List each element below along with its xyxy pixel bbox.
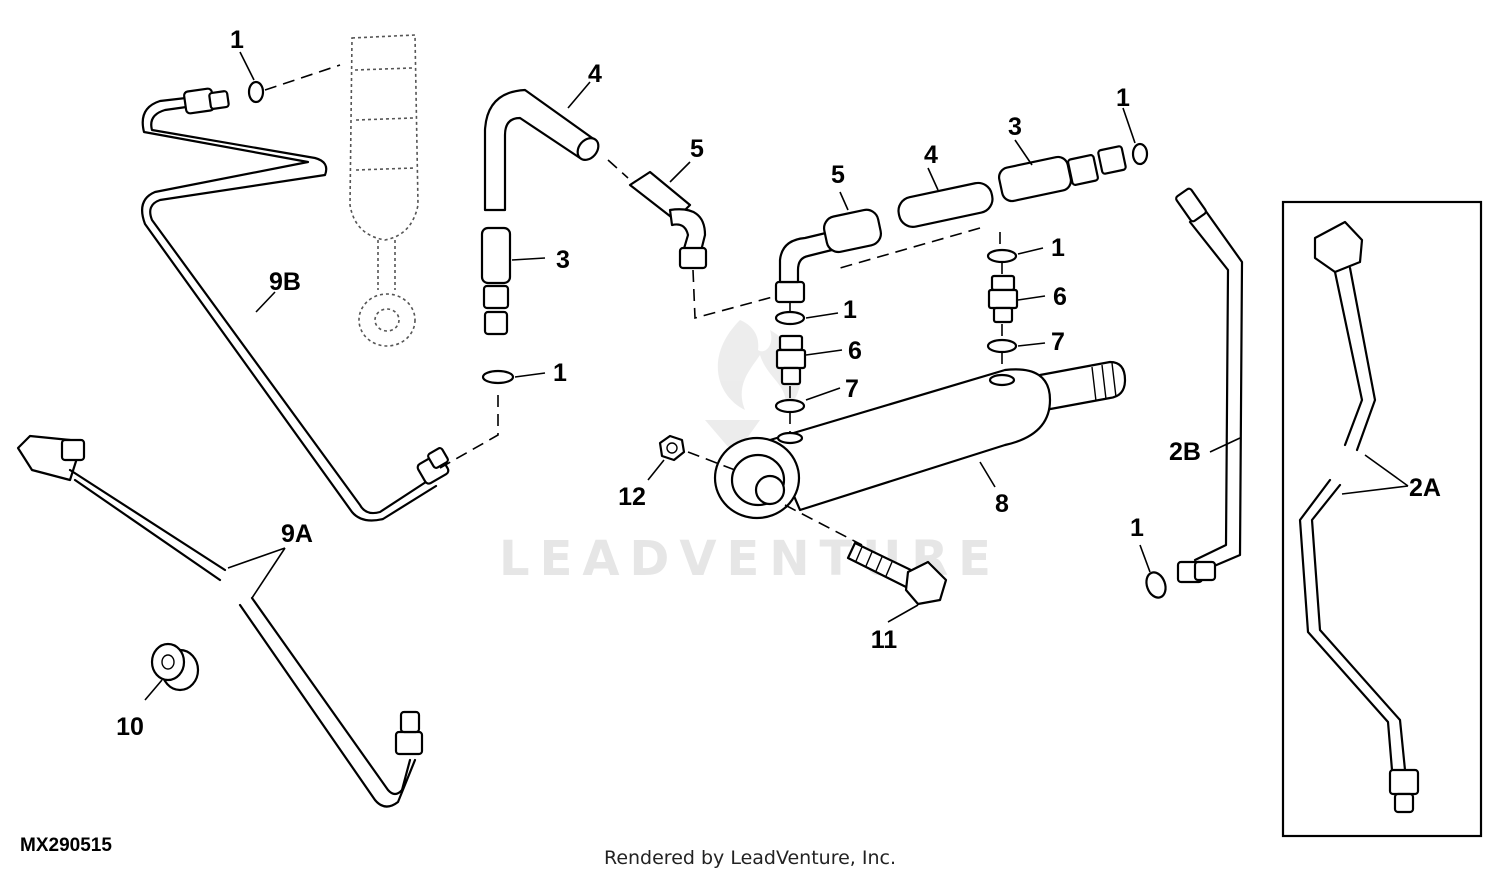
callout-3-fitting-left: 3 [556,246,570,274]
hose-4-left [483,88,600,212]
footer-credit: Rendered by LeadVenture, Inc. [604,847,896,869]
tube-9a-upper [16,434,227,582]
hose-4-right [897,181,994,228]
callout-1-oring-left: 1 [553,359,567,387]
callout-5-elbow-right: 5 [831,161,845,189]
callout-1-oring-mid: 1 [843,296,857,324]
washer [774,398,806,414]
o-ring [247,80,265,104]
elbow-5-left [628,170,708,270]
hydraulic-cylinder-8 [713,360,1127,520]
grommet-10 [150,642,200,692]
adapter-6-right [987,274,1019,324]
elbow-5-right [774,208,882,304]
adapter-6-left [775,334,807,386]
callout-1-oring-right: 1 [1116,84,1130,112]
inset-box-2a [1281,200,1483,838]
bolt-11 [846,541,948,606]
fitting-3-left [480,226,512,336]
callout-labels: 1 4 5 3 1 9B 9A 10 5 4 3 1 1 6 7 1 6 7 8… [116,26,1441,741]
callout-6-adapter-left: 6 [848,337,862,365]
callout-9a-tube: 9A [281,520,313,548]
o-ring [481,369,515,385]
callout-5-elbow-left: 5 [690,135,704,163]
tube-2b [1175,187,1244,584]
callout-12-nut: 12 [618,483,646,511]
shock-absorber-ghost [349,34,419,347]
o-ring [1145,571,1167,599]
nut-12 [658,434,686,462]
callout-1-oring-tl: 1 [230,26,244,54]
o-ring [986,248,1018,264]
callout-8-cylinder: 8 [995,490,1009,518]
fitting-3-right [997,145,1127,203]
callout-9b-tube: 9B [269,268,301,296]
callout-1-oring-stack: 1 [1051,234,1065,262]
callout-7-washer-right: 7 [1051,328,1065,356]
callout-11-bolt: 11 [871,626,898,654]
o-ring [1131,142,1149,166]
callout-10-grommet: 10 [116,713,144,741]
o-ring [774,310,806,326]
figure-id: MX290515 [20,835,112,856]
callout-2a-tube: 2A [1409,474,1441,502]
callout-2b-tube: 2B [1169,438,1201,466]
callout-7-washer-left: 7 [845,375,859,403]
tube-9a-lower [238,596,424,808]
tube-9b [141,87,450,522]
callout-4-hose-right: 4 [924,141,938,169]
leader-lines [144,51,1409,701]
callout-6-adapter-right: 6 [1053,283,1067,311]
washer [986,338,1018,354]
callout-4-hose-left: 4 [588,60,602,88]
callout-1-oring-lower-right: 1 [1130,514,1144,542]
callout-3-fitting-right: 3 [1008,113,1022,141]
